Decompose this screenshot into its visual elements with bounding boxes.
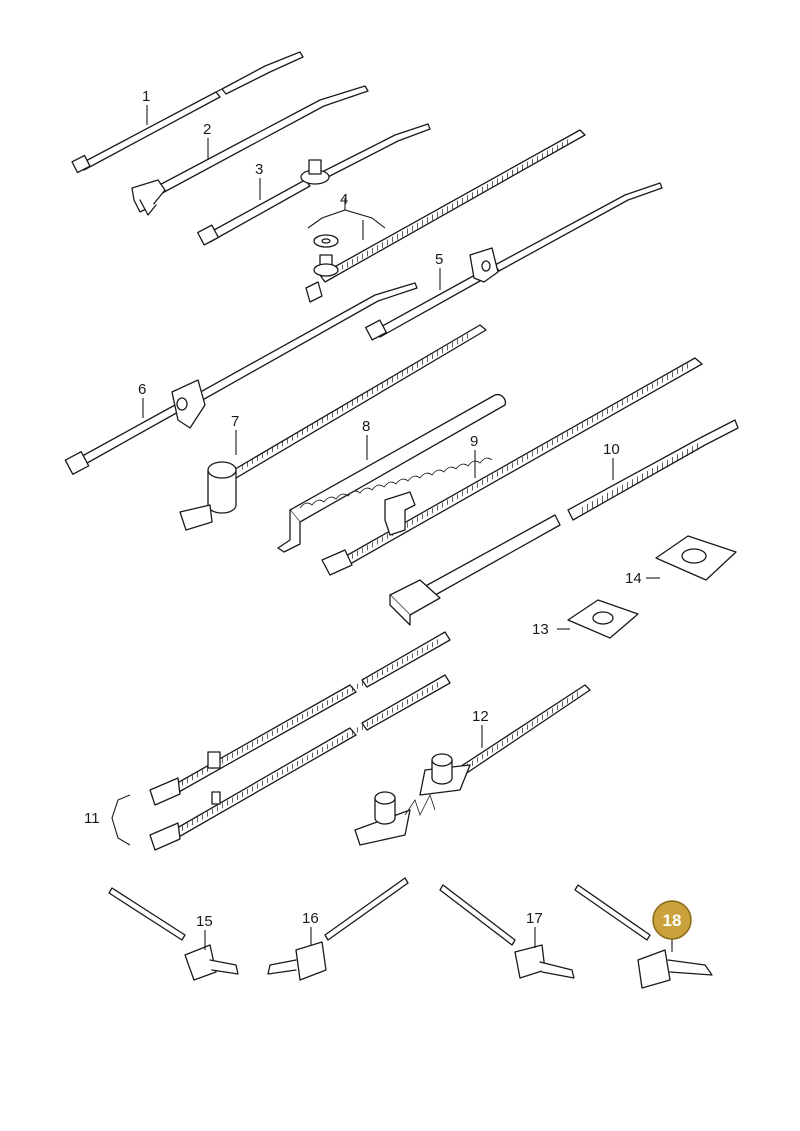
- callout-7: 7: [231, 413, 239, 430]
- cable-tie-part-1[interactable]: [71, 51, 304, 174]
- clip-tie-part-16[interactable]: [267, 877, 409, 981]
- highlight-badge-18[interactable]: 18: [652, 900, 692, 940]
- callout-13: 13: [532, 621, 549, 638]
- callout-10: 10: [603, 441, 620, 458]
- cable-tie-part-6[interactable]: [64, 282, 418, 475]
- callout-15: 15: [196, 913, 213, 930]
- cable-tie-part-11[interactable]: [149, 631, 451, 851]
- cable-tie-part-12[interactable]: [354, 684, 591, 846]
- callout-14: 14: [625, 570, 642, 587]
- cable-tie-part-3[interactable]: [197, 123, 431, 246]
- callout-9: 9: [470, 433, 478, 450]
- callout-labels: 1 2 3 4 5 6 7 8 9 10 11 12 13 14 15 16 1…: [84, 88, 642, 930]
- callout-2: 2: [203, 121, 211, 138]
- mount-base-part-13[interactable]: [567, 599, 639, 639]
- callout-12: 12: [472, 708, 489, 725]
- cable-tie-part-9[interactable]: [321, 357, 703, 576]
- cable-tie-part-8[interactable]: [277, 394, 506, 553]
- cable-tie-part-5[interactable]: [365, 182, 663, 341]
- callout-17: 17: [526, 910, 543, 927]
- callout-16: 16: [302, 910, 319, 927]
- clip-tie-part-15[interactable]: [108, 887, 239, 981]
- callout-3: 3: [255, 161, 263, 178]
- badge-label: 18: [663, 911, 682, 930]
- clip-tie-part-17[interactable]: [439, 884, 575, 979]
- cable-tie-part-10[interactable]: [389, 419, 739, 626]
- callout-4: 4: [340, 191, 348, 208]
- callout-5: 5: [435, 251, 443, 268]
- cable-tie-part-4[interactable]: [305, 129, 586, 303]
- mount-base-part-14[interactable]: [655, 535, 737, 581]
- callout-8: 8: [362, 418, 370, 435]
- callout-1: 1: [142, 88, 150, 105]
- leader-lines: [111, 105, 673, 952]
- cable-tie-part-7[interactable]: [179, 324, 487, 531]
- cable-tie-part-2[interactable]: [131, 85, 369, 216]
- callout-11: 11: [84, 810, 100, 827]
- callout-6: 6: [138, 381, 146, 398]
- clip-tie-part-18[interactable]: [574, 884, 713, 989]
